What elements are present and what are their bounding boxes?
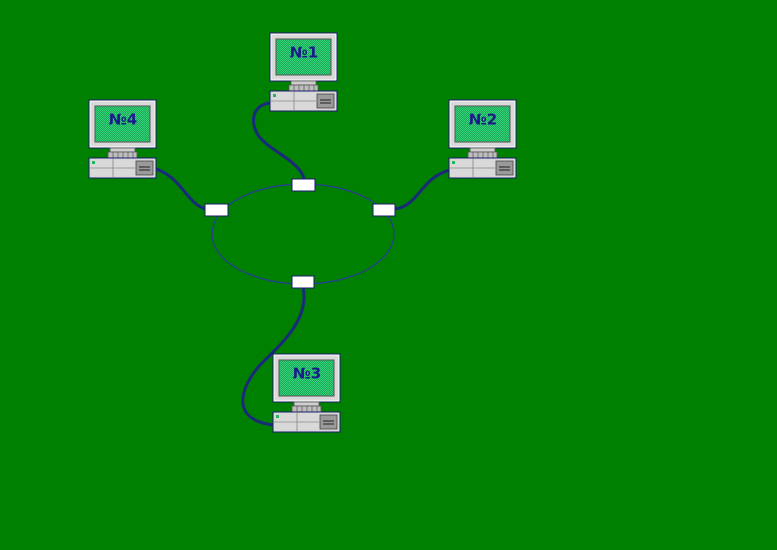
ring-bus xyxy=(211,183,395,285)
cable-4 xyxy=(151,166,208,211)
computer-label: №4 xyxy=(109,111,137,129)
computer-label: №2 xyxy=(469,111,497,129)
computer-3: №3 xyxy=(272,353,341,433)
cable-1 xyxy=(252,101,306,180)
computer-label: №3 xyxy=(293,365,321,383)
cable-2 xyxy=(393,168,452,211)
computer-label: №1 xyxy=(290,44,318,62)
cable-3 xyxy=(241,285,306,427)
connector-2 xyxy=(372,203,396,217)
computer-1: №1 xyxy=(269,32,338,112)
computer-2: №2 xyxy=(448,99,517,179)
computer-4: №4 xyxy=(88,99,157,179)
connector-1 xyxy=(291,178,316,192)
connector-4 xyxy=(204,203,229,217)
connector-3 xyxy=(291,275,315,289)
